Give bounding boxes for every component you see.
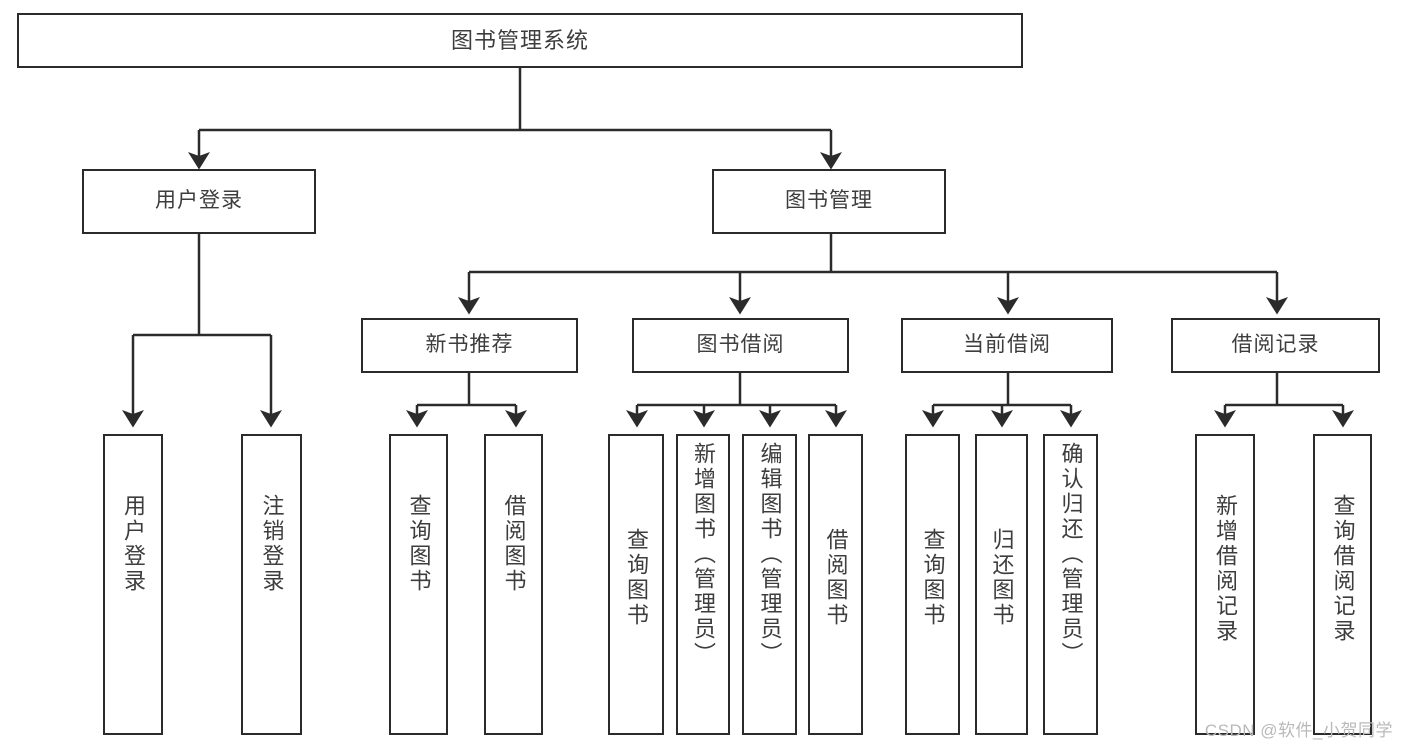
node-leaf-confirm-return-admin[interactable]: 确认归还（管理员） bbox=[1043, 434, 1098, 735]
node-label: 当前借阅 bbox=[963, 333, 1051, 357]
node-label: 用户登录 bbox=[155, 189, 243, 213]
node-user-login[interactable]: 用户登录 bbox=[82, 169, 316, 234]
node-label: 借阅图书 bbox=[501, 494, 527, 594]
node-leaf-return-book[interactable]: 归还图书 bbox=[975, 434, 1028, 735]
node-label: 新增借阅记录 bbox=[1213, 494, 1238, 644]
node-leaf-edit-book-admin[interactable]: 编辑图书（管理员） bbox=[742, 434, 797, 735]
node-current-borrow[interactable]: 当前借阅 bbox=[901, 318, 1113, 373]
node-label: 查询图书 bbox=[406, 494, 432, 594]
node-leaf-query-borrow-record[interactable]: 查询借阅记录 bbox=[1313, 434, 1372, 735]
node-label: 编辑图书（管理员） bbox=[757, 442, 783, 667]
node-borrow-record[interactable]: 借阅记录 bbox=[1171, 318, 1380, 373]
node-leaf-add-borrow-record[interactable]: 新增借阅记录 bbox=[1195, 434, 1255, 735]
node-leaf-user-login[interactable]: 用户登录 bbox=[103, 434, 163, 735]
node-label: 用户登录 bbox=[121, 494, 146, 594]
node-label: 注销登录 bbox=[259, 494, 285, 594]
node-label: 借阅图书 bbox=[823, 528, 849, 628]
node-new-book-recommend[interactable]: 新书推荐 bbox=[361, 318, 578, 373]
node-leaf-query-book-recommend[interactable]: 查询图书 bbox=[389, 434, 448, 735]
node-label: 新增图书（管理员） bbox=[691, 442, 716, 667]
node-leaf-query-book-borrow[interactable]: 查询图书 bbox=[608, 434, 664, 735]
node-leaf-query-book-current[interactable]: 查询图书 bbox=[905, 434, 960, 735]
node-leaf-borrow-book[interactable]: 借阅图书 bbox=[808, 434, 863, 735]
node-label: 查询图书 bbox=[920, 528, 946, 628]
node-book-borrow[interactable]: 图书借阅 bbox=[632, 318, 849, 373]
node-leaf-logout[interactable]: 注销登录 bbox=[241, 434, 302, 735]
node-label: 新书推荐 bbox=[425, 333, 514, 357]
node-label: 确认归还（管理员） bbox=[1058, 442, 1084, 667]
node-label: 图书管理系统 bbox=[450, 27, 589, 53]
node-leaf-borrow-book-recommend[interactable]: 借阅图书 bbox=[484, 434, 543, 735]
node-label: 图书管理 bbox=[785, 189, 873, 213]
watermark: CSDN @软件_小贺同学 bbox=[1204, 721, 1393, 740]
node-leaf-add-book-admin[interactable]: 新增图书（管理员） bbox=[676, 434, 730, 735]
node-root-system[interactable]: 图书管理系统 bbox=[17, 13, 1023, 68]
node-label: 查询借阅记录 bbox=[1330, 494, 1356, 644]
node-label: 查询图书 bbox=[624, 528, 649, 628]
node-label: 借阅记录 bbox=[1231, 333, 1320, 357]
node-book-management[interactable]: 图书管理 bbox=[712, 169, 946, 234]
node-label: 图书借阅 bbox=[696, 333, 785, 357]
node-label: 归还图书 bbox=[989, 528, 1015, 628]
